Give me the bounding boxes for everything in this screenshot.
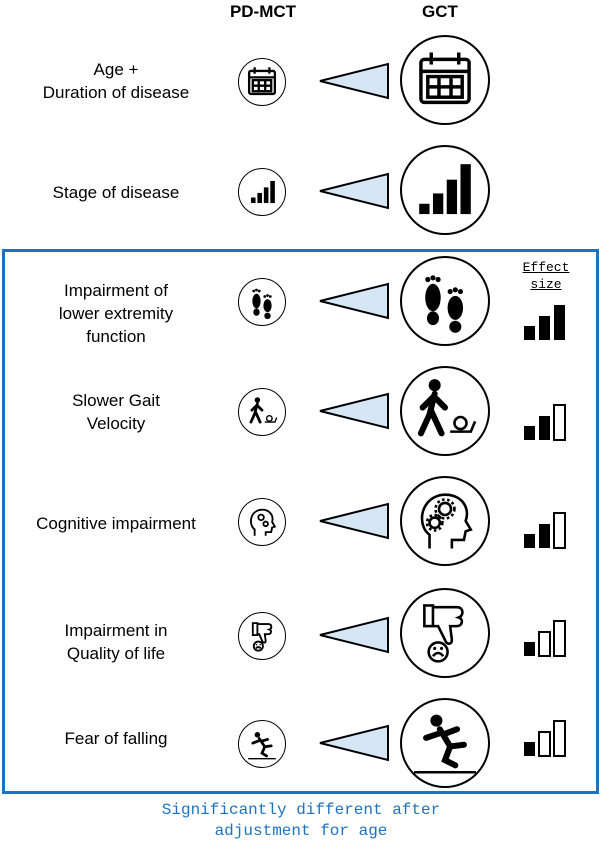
- label-line: Fear of falling: [64, 729, 168, 748]
- walking-person-snail-icon: [400, 366, 490, 456]
- row-label-stage-of-disease: Stage of disease: [0, 181, 232, 204]
- comparison-wedge: [319, 172, 389, 210]
- footer-line: Significantly different after: [161, 801, 441, 819]
- label-line: Slower Gait: [72, 391, 160, 410]
- head-gears-icon: [238, 498, 286, 546]
- falling-person-icon: [400, 698, 490, 788]
- effect-size-label-line: Effect: [522, 260, 570, 275]
- effect-size-bars: [524, 404, 566, 441]
- label-line: Duration of disease: [42, 83, 190, 102]
- stage-bars-icon: [238, 168, 286, 216]
- row-label-fear-of-falling: Fear of falling: [0, 727, 232, 750]
- comparison-wedge: [319, 392, 389, 430]
- label-line: lower extremity: [58, 304, 174, 323]
- effect-size-bars: [524, 512, 566, 549]
- comparison-wedge: [319, 616, 389, 654]
- effect-size-bars: [524, 305, 565, 340]
- label-line: Impairment in: [64, 621, 168, 640]
- row-label-cognitive: Cognitive impairment: [0, 512, 232, 535]
- falling-person-icon: [238, 720, 286, 768]
- comparison-wedge: [319, 62, 389, 100]
- thumbs-down-sad-face-icon: [400, 588, 490, 678]
- label-line: function: [86, 327, 146, 346]
- calendar-icon: [238, 58, 286, 106]
- stage-bars-icon: [400, 145, 490, 235]
- label-line: Age +: [93, 60, 139, 79]
- row-label-gait-velocity: Slower Gait Velocity: [0, 389, 232, 435]
- footer-note: Significantly different after adjustment…: [0, 800, 602, 842]
- head-gears-icon: [400, 476, 490, 566]
- header-pd-mct: PD-MCT: [229, 2, 297, 21]
- comparison-wedge: [319, 502, 389, 540]
- label-line: Velocity: [86, 414, 146, 433]
- walking-person-snail-icon: [238, 388, 286, 436]
- header-gct: GCT: [422, 2, 458, 21]
- label-line: Cognitive impairment: [36, 514, 196, 533]
- footprints-icon: [238, 278, 286, 326]
- comparison-wedge: [319, 724, 389, 762]
- label-line: Stage of disease: [52, 183, 180, 202]
- footprints-icon: [400, 256, 490, 346]
- row-label-quality-of-life: Impairment in Quality of life: [0, 619, 232, 665]
- effect-size-label-line: size: [530, 277, 562, 292]
- effect-size-bars: [524, 720, 566, 757]
- row-label-age-duration: Age + Duration of disease: [0, 58, 232, 104]
- effect-size-label: Effect size: [514, 259, 578, 293]
- label-line: Impairment of: [64, 281, 168, 300]
- label-line: Quality of life: [66, 644, 166, 663]
- thumbs-down-sad-face-icon: [238, 612, 286, 660]
- comparison-wedge: [319, 282, 389, 320]
- row-label-lower-extremity: Impairment of lower extremity function: [0, 279, 232, 348]
- effect-size-bars: [524, 620, 566, 657]
- calendar-icon: [400, 35, 490, 125]
- significance-box: [2, 249, 599, 794]
- footer-line: adjustment for age: [214, 822, 388, 840]
